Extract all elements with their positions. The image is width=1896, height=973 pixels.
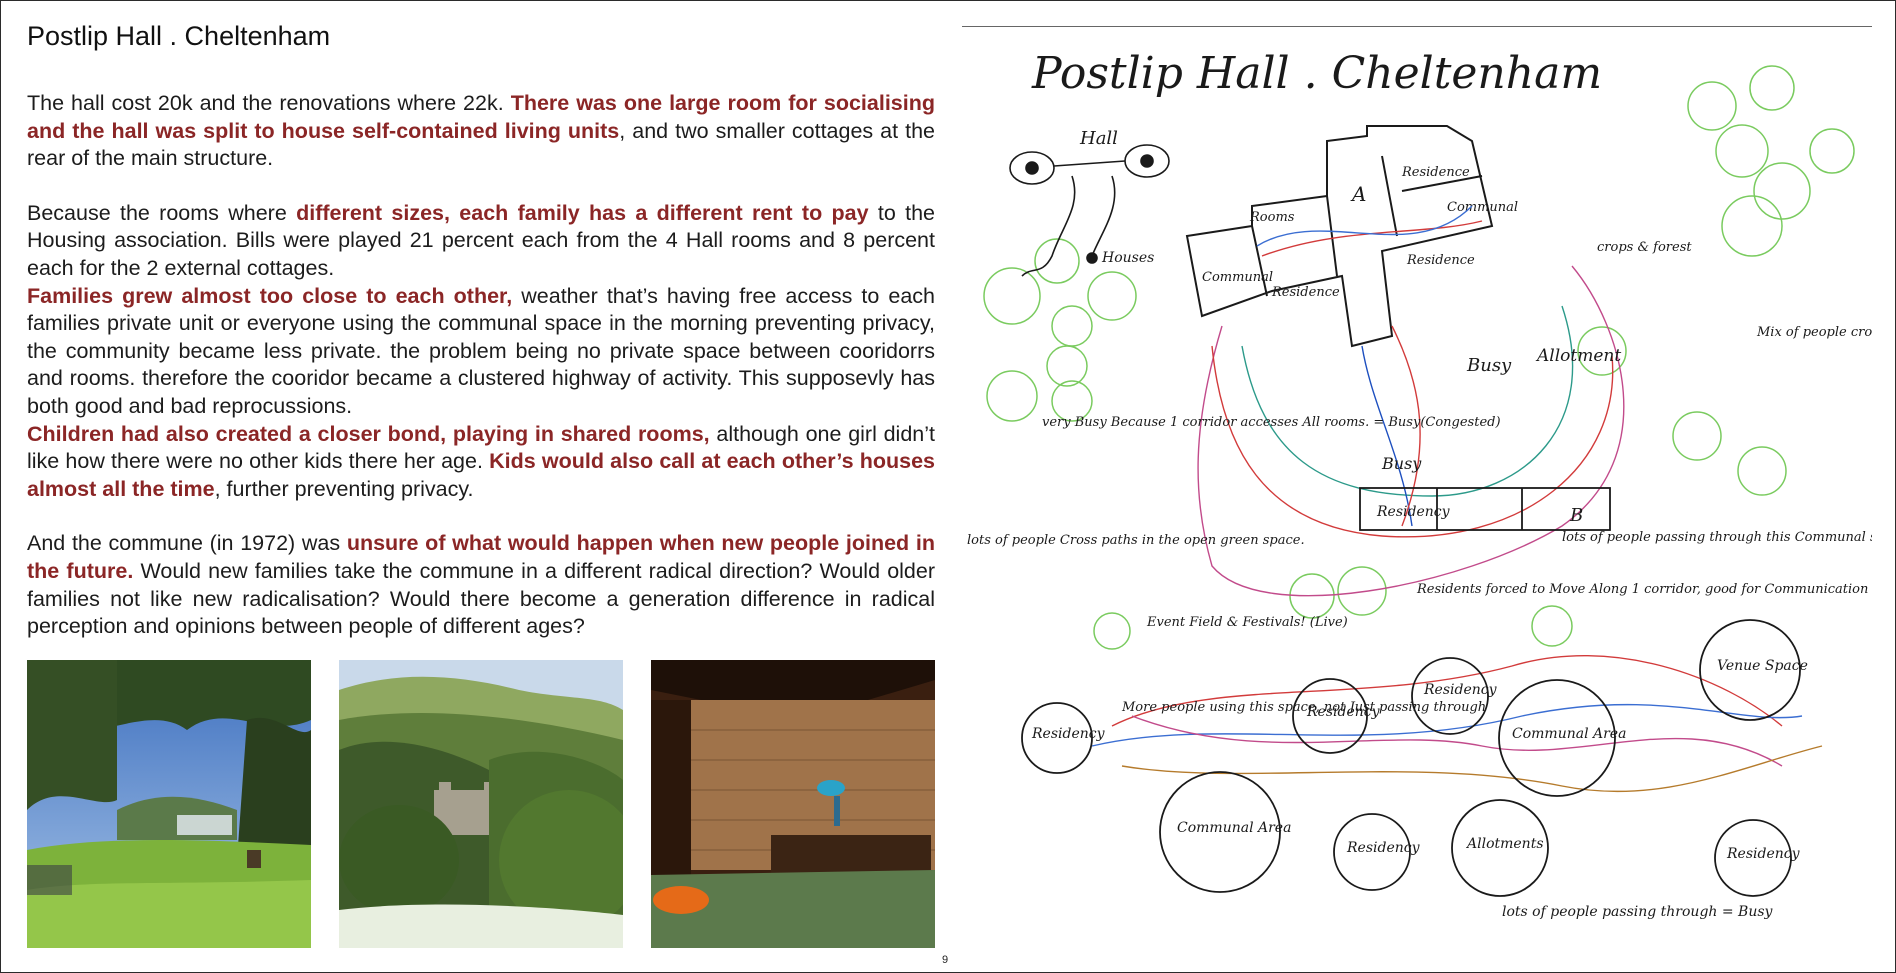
barn-interior-photo [651,660,935,948]
residency-circle-5: Residency [1726,846,1801,862]
residency-b-row [1359,487,1611,531]
paragraph: The hall cost 20k and the renovations wh… [27,90,935,173]
body-text-span: And the commune (in 1972) was [27,531,347,556]
houses-label: Houses [1101,250,1154,266]
residents-forced-note: Residents forced to Move Along 1 corrido… [1416,582,1872,597]
residency-circle-2: Residency [1306,704,1381,720]
rooms-label: Rooms [1249,210,1295,225]
residency-circle-3: Residency [1423,682,1498,698]
residency-circle-4: Residency [1346,840,1421,856]
busy-label-1: Busy [1381,454,1422,473]
allotment-label: Allotment [1535,346,1621,366]
body-text: The hall cost 20k and the renovations wh… [27,90,935,641]
crops-label: crops & forest [1597,240,1692,255]
movement-paths [1091,205,1823,793]
paragraph: Because the rooms where different sizes,… [27,200,935,283]
residence-label-1: Residence [1401,165,1470,180]
block-a-label: A [1350,182,1366,206]
residency-circle-1: Residency [1031,726,1106,742]
residency-b-label: Residency [1376,504,1451,520]
mix-note: Mix of people crossing path here while w… [1756,325,1872,340]
highlighted-text: There was one large room for socialising… [27,91,935,143]
hall-label: Hall [1079,128,1118,149]
highlighted-text: Kids would also call at each other’s hou… [27,449,935,501]
block-b-label: B [1569,505,1583,526]
body-text-span: , and two smaller cottages at the rear o… [27,118,935,171]
residence-label-3: Residence [1271,285,1340,300]
communal-area-2: Communal Area [1512,726,1626,742]
usage-circles [1021,619,1801,897]
highlighted-text: Families grew almost too close to each o… [27,283,513,308]
communal-label-1: Communal [1202,270,1273,285]
body-text-span: Because the rooms where [27,200,297,225]
body-text-span: to the Housing association. Bills were p… [27,200,936,280]
communal-area-1: Communal Area [1177,820,1291,836]
body-text-span: Would new families take the commune in a… [27,558,936,639]
hall-valley-photo [339,660,623,948]
body-text-span: although one girl didn’t like how there … [27,421,935,474]
busy-label-2: Busy [1466,355,1512,376]
highlighted-text: Children had also created a closer bond,… [27,421,710,446]
site-sketch: Postlip Hall . Cheltenham Hall Houses Ro… [962,25,1896,946]
paragraph: And the commune (in 1972) was unsure of … [27,530,935,640]
lots-cross-note: lots of people Cross paths in the open g… [967,533,1305,548]
body-text-span: The hall cost 20k and the renovations wh… [27,91,511,115]
highlighted-text: different sizes, each family has a diffe… [296,200,869,225]
allotments-circle: Allotments [1465,836,1544,852]
hall-pictogram [1009,144,1170,277]
page-number: 9 [942,954,949,966]
more-people-note: More people using this space, not Just p… [1121,700,1486,715]
venue-circle: Venue Space [1717,658,1808,674]
paragraph: Families grew almost too close to each o… [27,283,935,421]
paragraph: Children had also created a closer bond,… [27,421,935,504]
residence-label-2: Residence [1406,253,1475,268]
sketch-title: Postlip Hall . Cheltenham [1031,48,1602,99]
garden-photo [27,660,311,948]
communal-label-2: Communal [1447,200,1518,215]
lots-passing-note: lots of people passing through this Comm… [1562,530,1872,545]
page-title: Postlip Hall . Cheltenham [27,21,331,51]
lots-busy-note: lots of people passing through = Busy [1502,904,1774,920]
body-text-span: weather that’s having free access to eac… [27,283,935,418]
body-text-span: , further preventing privacy. [214,476,474,501]
tree-circles [983,65,1855,650]
very-busy-note: very Busy Because 1 corridor accesses Al… [1042,415,1501,430]
event-note: Event Field & Festivals! (Live) [1146,615,1348,630]
building-plan [1185,125,1494,348]
highlighted-text: unsure of what would happen when new peo… [27,531,935,583]
